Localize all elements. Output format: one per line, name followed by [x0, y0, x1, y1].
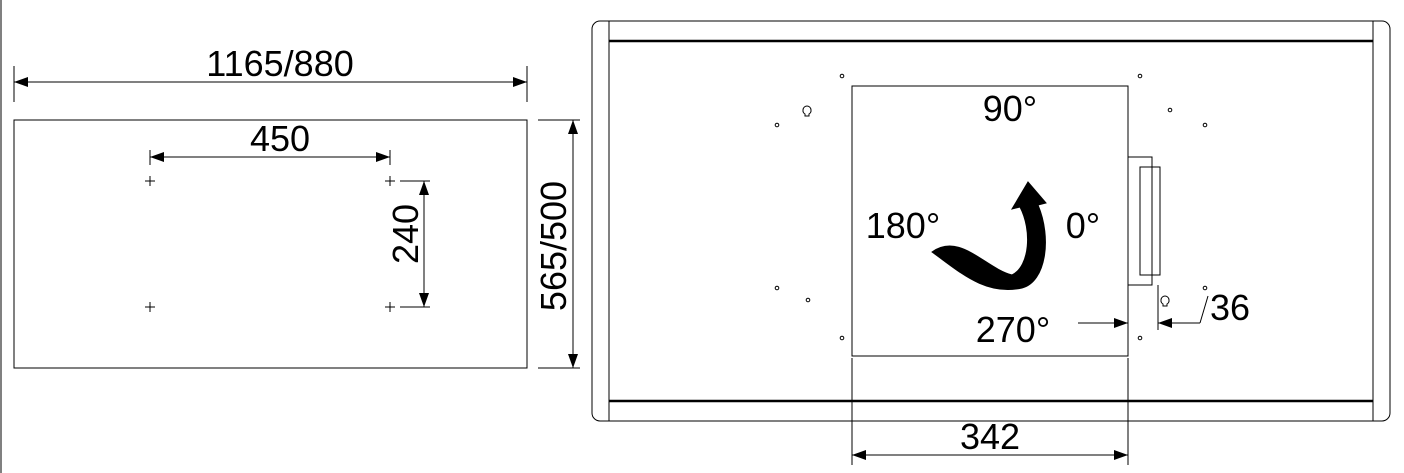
outlet-collar-outer [1127, 156, 1153, 286]
offset-label: 36 [1210, 287, 1250, 328]
right-view: 90° 180° 0° 270° 36 342 [591, 20, 1391, 465]
rotation-arrow-icon [931, 181, 1047, 290]
screw-holes [774, 73, 1208, 341]
height-label: 565/500 [533, 181, 574, 311]
mount-hole-tr [385, 176, 395, 186]
angle-top-label: 90° [983, 88, 1037, 129]
offset-leader [1199, 295, 1209, 324]
angle-right-label: 0° [1066, 205, 1100, 246]
left-view-outline [13, 119, 528, 369]
outlet-collar-inner [1139, 166, 1161, 276]
keyhole-slot-bottom [1160, 295, 1170, 307]
outlet-width-label: 342 [960, 416, 1020, 457]
width-label: 1165/880 [206, 43, 353, 84]
angle-left-label: 180° [866, 205, 940, 246]
keyhole-slot-top [802, 105, 812, 117]
mount-hole-tl [145, 176, 155, 186]
mount-hole-br [385, 302, 395, 312]
left-view: 1165/880 450 240 565/500 [13, 43, 580, 369]
hood-outline [591, 20, 1391, 422]
hole-v-label: 240 [385, 204, 426, 264]
hole-h-label: 450 [250, 118, 310, 159]
mount-hole-bl [145, 302, 155, 312]
angle-bottom-label: 270° [976, 309, 1050, 350]
